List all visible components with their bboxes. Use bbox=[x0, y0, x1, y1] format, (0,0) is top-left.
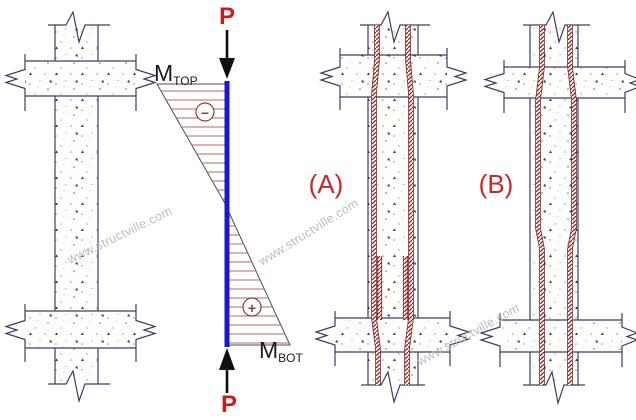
lower-floor-slab bbox=[335, 317, 450, 353]
watermark-text: www.structville.com bbox=[255, 196, 361, 269]
column-stub-bottom bbox=[529, 352, 579, 385]
column-body bbox=[367, 97, 419, 318]
column-stub-top bbox=[367, 25, 419, 55]
detail-b-label: (B) bbox=[479, 169, 514, 199]
rebar-cranked-above-floor bbox=[535, 25, 577, 385]
column-stub-bottom bbox=[54, 348, 99, 384]
negative-sign: − bbox=[201, 105, 209, 121]
bottom-break-line-icon bbox=[48, 369, 110, 404]
slab-end-break-left-icon bbox=[4, 304, 26, 362]
slab-end-break-right-icon bbox=[449, 311, 471, 366]
slab-end-break-right-icon bbox=[624, 60, 636, 113]
top-load-arrow-icon bbox=[219, 30, 235, 79]
column-stub-top bbox=[54, 25, 99, 61]
positive-sign: + bbox=[248, 300, 256, 316]
moment-top-label: MTOP bbox=[154, 60, 198, 88]
slab-end-break-right-icon bbox=[621, 313, 636, 367]
axial-load-label-top: P bbox=[219, 3, 235, 30]
column-b-drawing bbox=[479, 10, 636, 406]
detail-a-label: (A) bbox=[309, 169, 344, 199]
rebar-cranked-at-floor bbox=[371, 25, 414, 385]
slab-end-break-left-icon bbox=[4, 54, 26, 111]
lower-floor-slab bbox=[25, 310, 136, 349]
slab-end-break-left-icon bbox=[314, 311, 336, 366]
column-stub-top bbox=[529, 25, 579, 67]
slab-end-break-right-icon bbox=[135, 304, 157, 362]
slab-end-break-left-icon bbox=[479, 313, 501, 367]
concrete-fill bbox=[25, 25, 136, 384]
moment-bottom-label: MBOT bbox=[259, 337, 304, 365]
slab-end-break-left-icon bbox=[483, 60, 505, 113]
upper-floor-slab bbox=[504, 66, 625, 99]
axial-load-label-bottom: P bbox=[221, 391, 237, 418]
negative-sign-circle-icon bbox=[195, 102, 215, 122]
bottom-load-arrow-icon bbox=[219, 348, 235, 393]
column-stub-bottom bbox=[367, 352, 419, 385]
lower-floor-slab bbox=[500, 319, 622, 353]
column-a-drawing bbox=[314, 10, 471, 405]
left-column-drawing bbox=[4, 10, 157, 404]
top-break-line-icon bbox=[48, 10, 110, 45]
slab-end-break-right-icon bbox=[135, 54, 157, 111]
concrete-fill bbox=[500, 25, 625, 385]
moment-diagram: − + P P MTOP MBOT bbox=[154, 3, 304, 418]
column-body bbox=[529, 98, 579, 320]
positive-sign-circle-icon bbox=[242, 297, 262, 317]
column-body bbox=[54, 96, 99, 311]
slab-end-break-right-icon bbox=[446, 48, 468, 110]
upper-floor-slab bbox=[340, 54, 447, 98]
positive-moment-region bbox=[226, 207, 291, 346]
slab-end-break-left-icon bbox=[319, 48, 341, 110]
upper-floor-slab bbox=[25, 60, 136, 97]
